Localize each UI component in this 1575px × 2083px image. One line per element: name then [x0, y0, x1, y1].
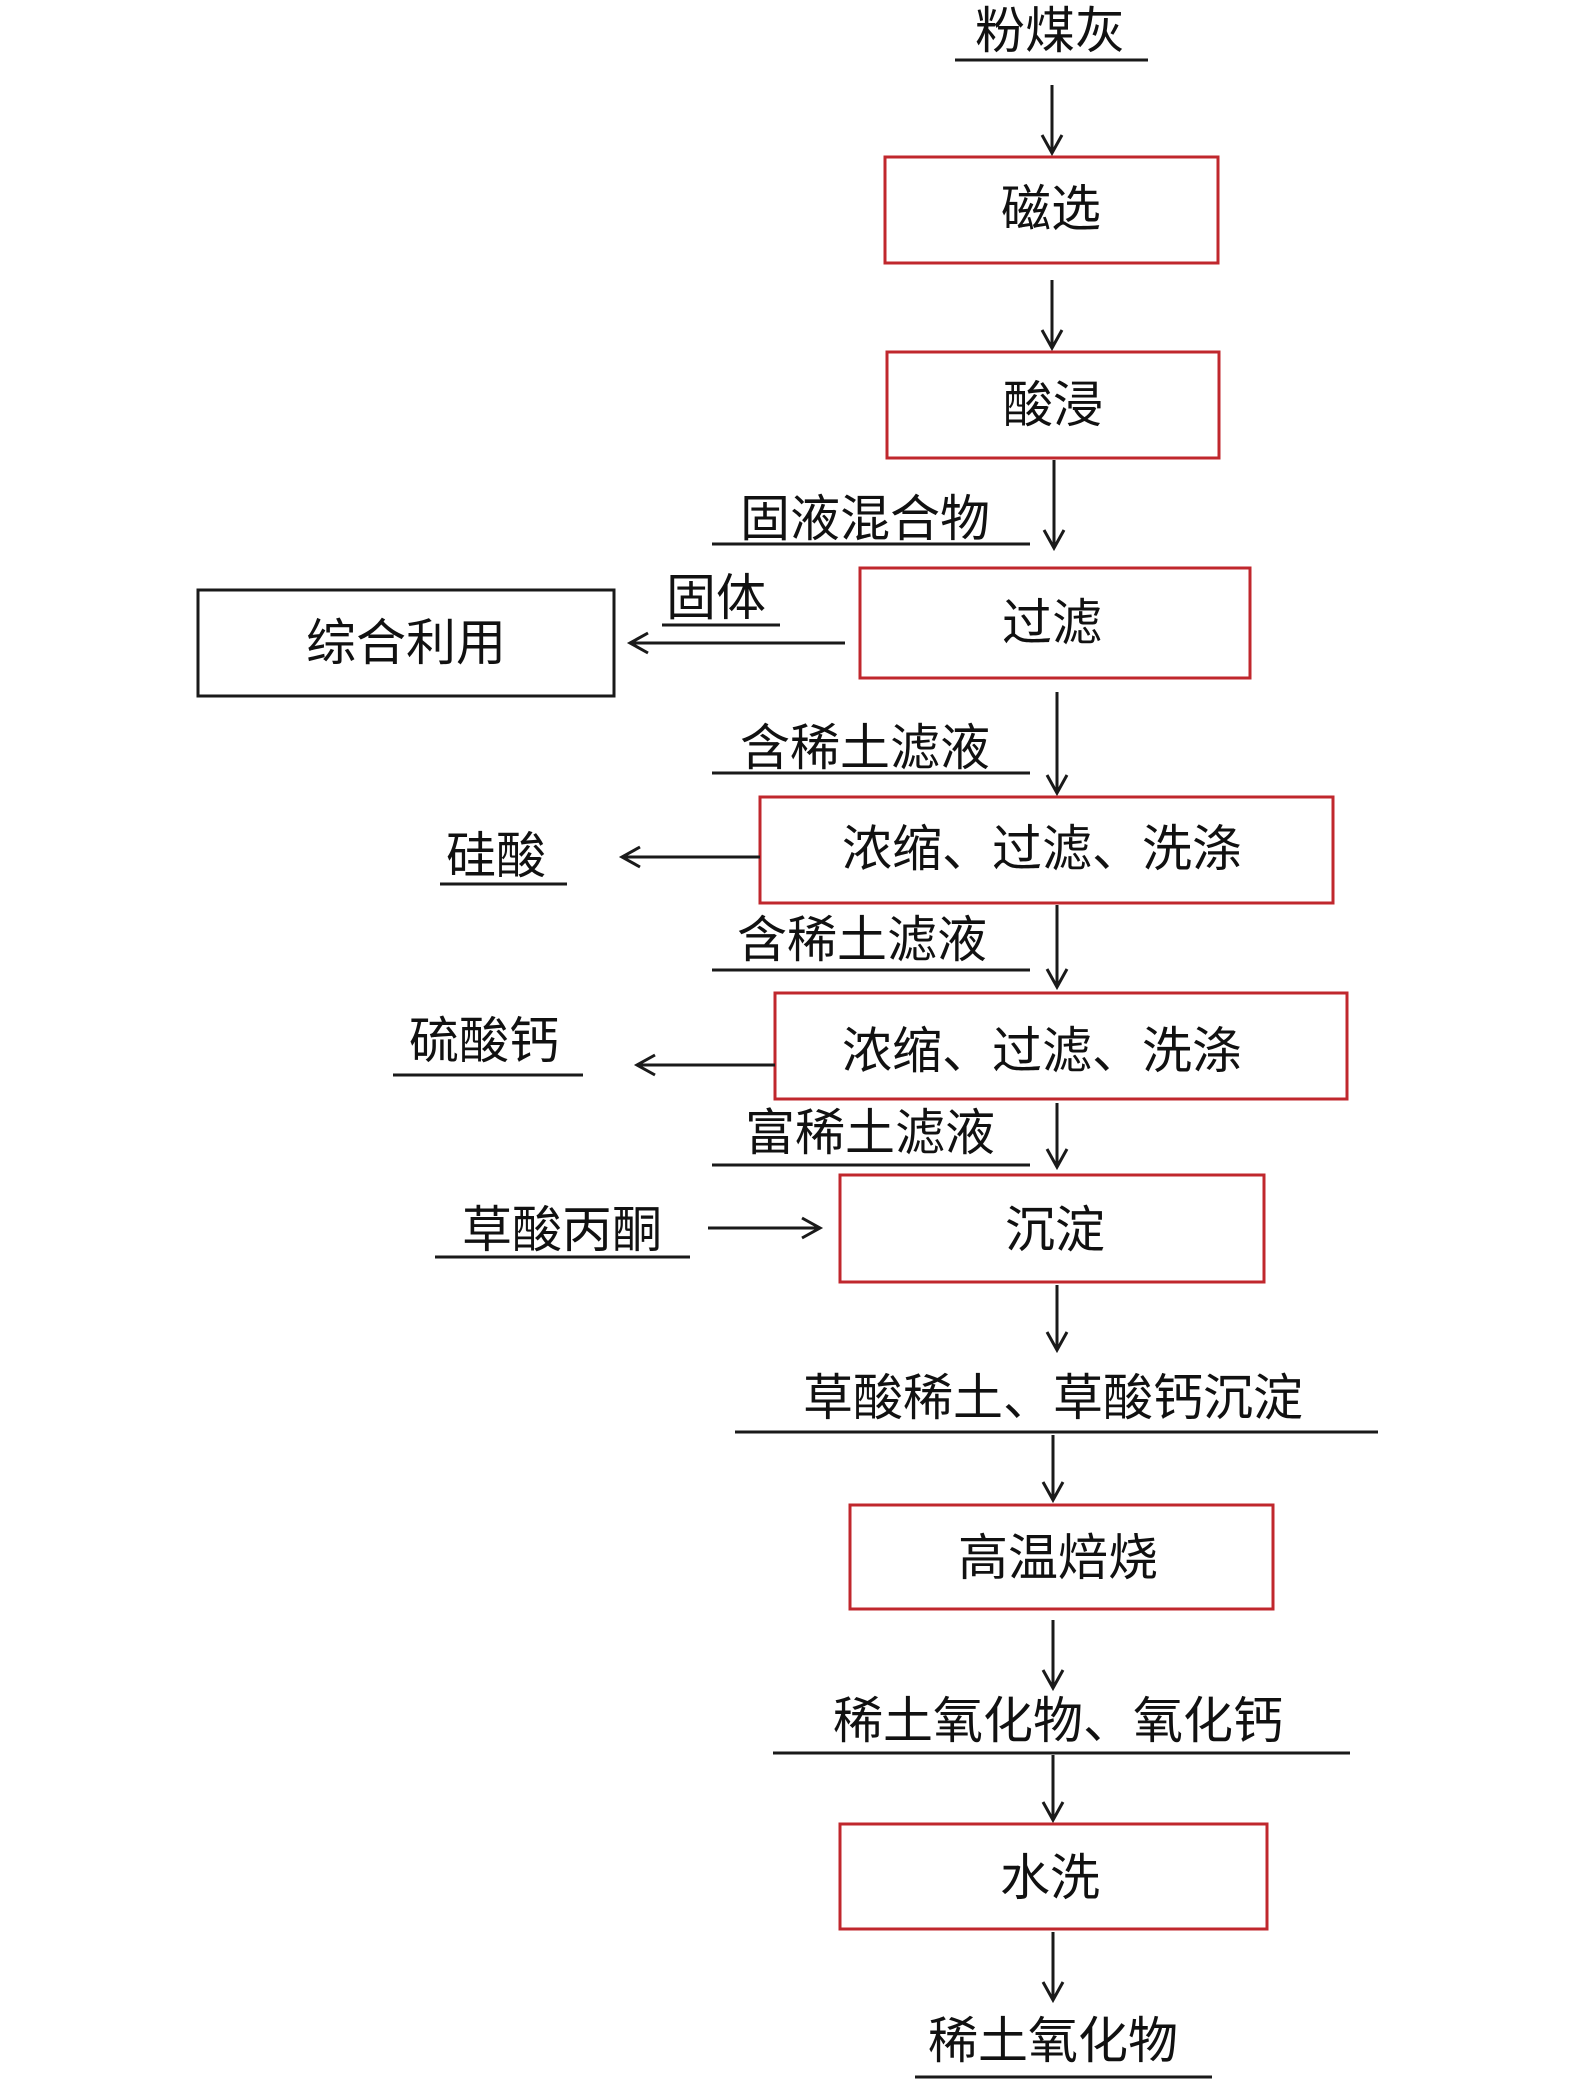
solid-label: 固体 [666, 569, 766, 627]
magnetic-separation-box: 磁选 [883, 155, 1220, 265]
roast-label: 高温焙烧 [958, 1529, 1158, 1587]
oxides-mix-label: 稀土氧化物、氧化钙 [833, 1692, 1283, 1750]
re-filtrate-1-label: 含稀土滤液 [740, 719, 990, 777]
source-node: 粉煤灰 [955, 2, 1148, 62]
utilization-box: 综合利用 [196, 588, 616, 698]
rich-filtrate-label-group: 富稀土滤液 [712, 1104, 1030, 1167]
concentrate-2-label: 浓缩、过滤、洗涤 [842, 1022, 1242, 1080]
calcium-sulfate-label-group: 硫酸钙 [393, 1012, 583, 1077]
water-wash-frame [838, 1822, 1269, 1931]
magnetic-separation-label: 磁选 [1001, 180, 1101, 238]
concentrate-2-frame [773, 991, 1349, 1101]
silicic-acid-label: 硅酸 [446, 827, 546, 885]
oxides-mix-label-group: 稀土氧化物、氧化钙 [773, 1692, 1350, 1755]
concentrate-1-label: 浓缩、过滤、洗涤 [842, 820, 1242, 878]
water-wash-box: 水洗 [838, 1822, 1269, 1931]
oxalate-precip-label-group: 草酸稀土、草酸钙沉淀 [735, 1369, 1378, 1434]
oxalic-acetone-label: 草酸丙酮 [462, 1201, 662, 1259]
re-filtrate-1-label-group: 含稀土滤液 [712, 719, 1030, 777]
precipitate-frame [838, 1173, 1266, 1284]
magnetic-separation-frame [883, 155, 1220, 265]
solid-label-group: 固体 [662, 569, 780, 627]
utilization-frame [196, 588, 616, 698]
acid-leach-box: 酸浸 [885, 350, 1221, 460]
roast-box: 高温焙烧 [848, 1503, 1275, 1611]
concentrate-1-frame [758, 795, 1335, 905]
utilization-label: 综合利用 [306, 614, 506, 672]
water-wash-label: 水洗 [1000, 1849, 1100, 1907]
concentrate-1-box: 浓缩、过滤、洗涤 [758, 795, 1335, 905]
oxalate-precip-label: 草酸稀土、草酸钙沉淀 [803, 1369, 1303, 1427]
acid-leach-frame [885, 350, 1221, 460]
roast-frame [848, 1503, 1275, 1611]
solid-liquid-mixture-label-group: 固液混合物 [712, 490, 1030, 548]
product-node: 稀土氧化物 [915, 2012, 1212, 2079]
filter-box: 过滤 [858, 566, 1252, 680]
precipitate-box: 沉淀 [838, 1173, 1266, 1284]
oxalic-acetone-label-group: 草酸丙酮 [435, 1201, 690, 1259]
silicic-acid-label-group: 硅酸 [440, 827, 567, 886]
re-filtrate-2-label: 含稀土滤液 [737, 911, 987, 969]
re-filtrate-2-label-group: 含稀土滤液 [712, 911, 1030, 972]
precipitate-label: 沉淀 [1005, 1201, 1105, 1259]
source-label: 粉煤灰 [975, 2, 1125, 60]
rich-filtrate-label: 富稀土滤液 [745, 1104, 995, 1162]
calcium-sulfate-label: 硫酸钙 [409, 1012, 559, 1070]
filter-frame [858, 566, 1252, 680]
product-label: 稀土氧化物 [928, 2012, 1178, 2070]
solid-liquid-mixture-label: 固液混合物 [740, 490, 990, 548]
filter-label: 过滤 [1002, 594, 1102, 652]
acid-leach-label: 酸浸 [1003, 376, 1103, 434]
concentrate-2-box: 浓缩、过滤、洗涤 [773, 991, 1349, 1101]
